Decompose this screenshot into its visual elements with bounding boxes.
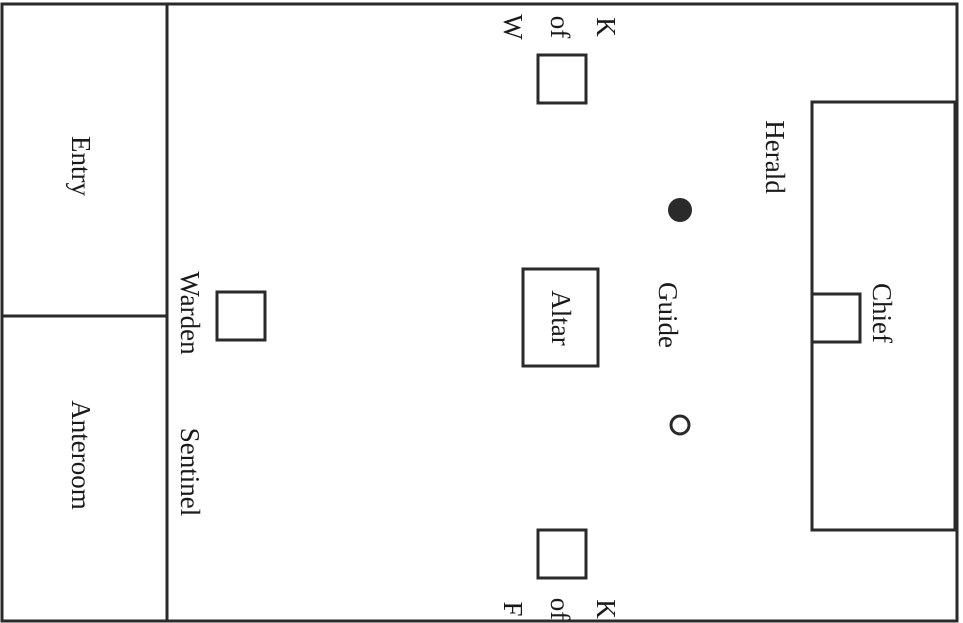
sentinel-label: Sentinel [175,428,205,517]
open-circle-marker [669,414,691,436]
k-of-w-label-k: K [591,17,621,37]
k-of-f-label-f: F [498,601,528,616]
chief-seat [810,292,862,344]
filled-circle-marker [668,198,692,222]
anteroom-label: Anteroom [66,400,96,509]
k-of-f-label-of: of [545,598,575,621]
guide-label: Guide [653,282,683,348]
altar [521,267,600,368]
entry-label: Entry [66,136,96,196]
k-of-f-seat [536,528,588,580]
herald-label: Herald [760,120,790,194]
k-of-f-label-k: K [591,599,621,619]
k-of-w-seat [536,53,588,105]
warden-seat [215,290,267,342]
warden-label: Warden [175,271,205,355]
k-of-w-label-of: of [545,16,575,39]
altar-label: Altar [546,290,576,345]
chief-label: Chief [867,283,897,343]
k-of-w-label-w: W [498,14,528,40]
